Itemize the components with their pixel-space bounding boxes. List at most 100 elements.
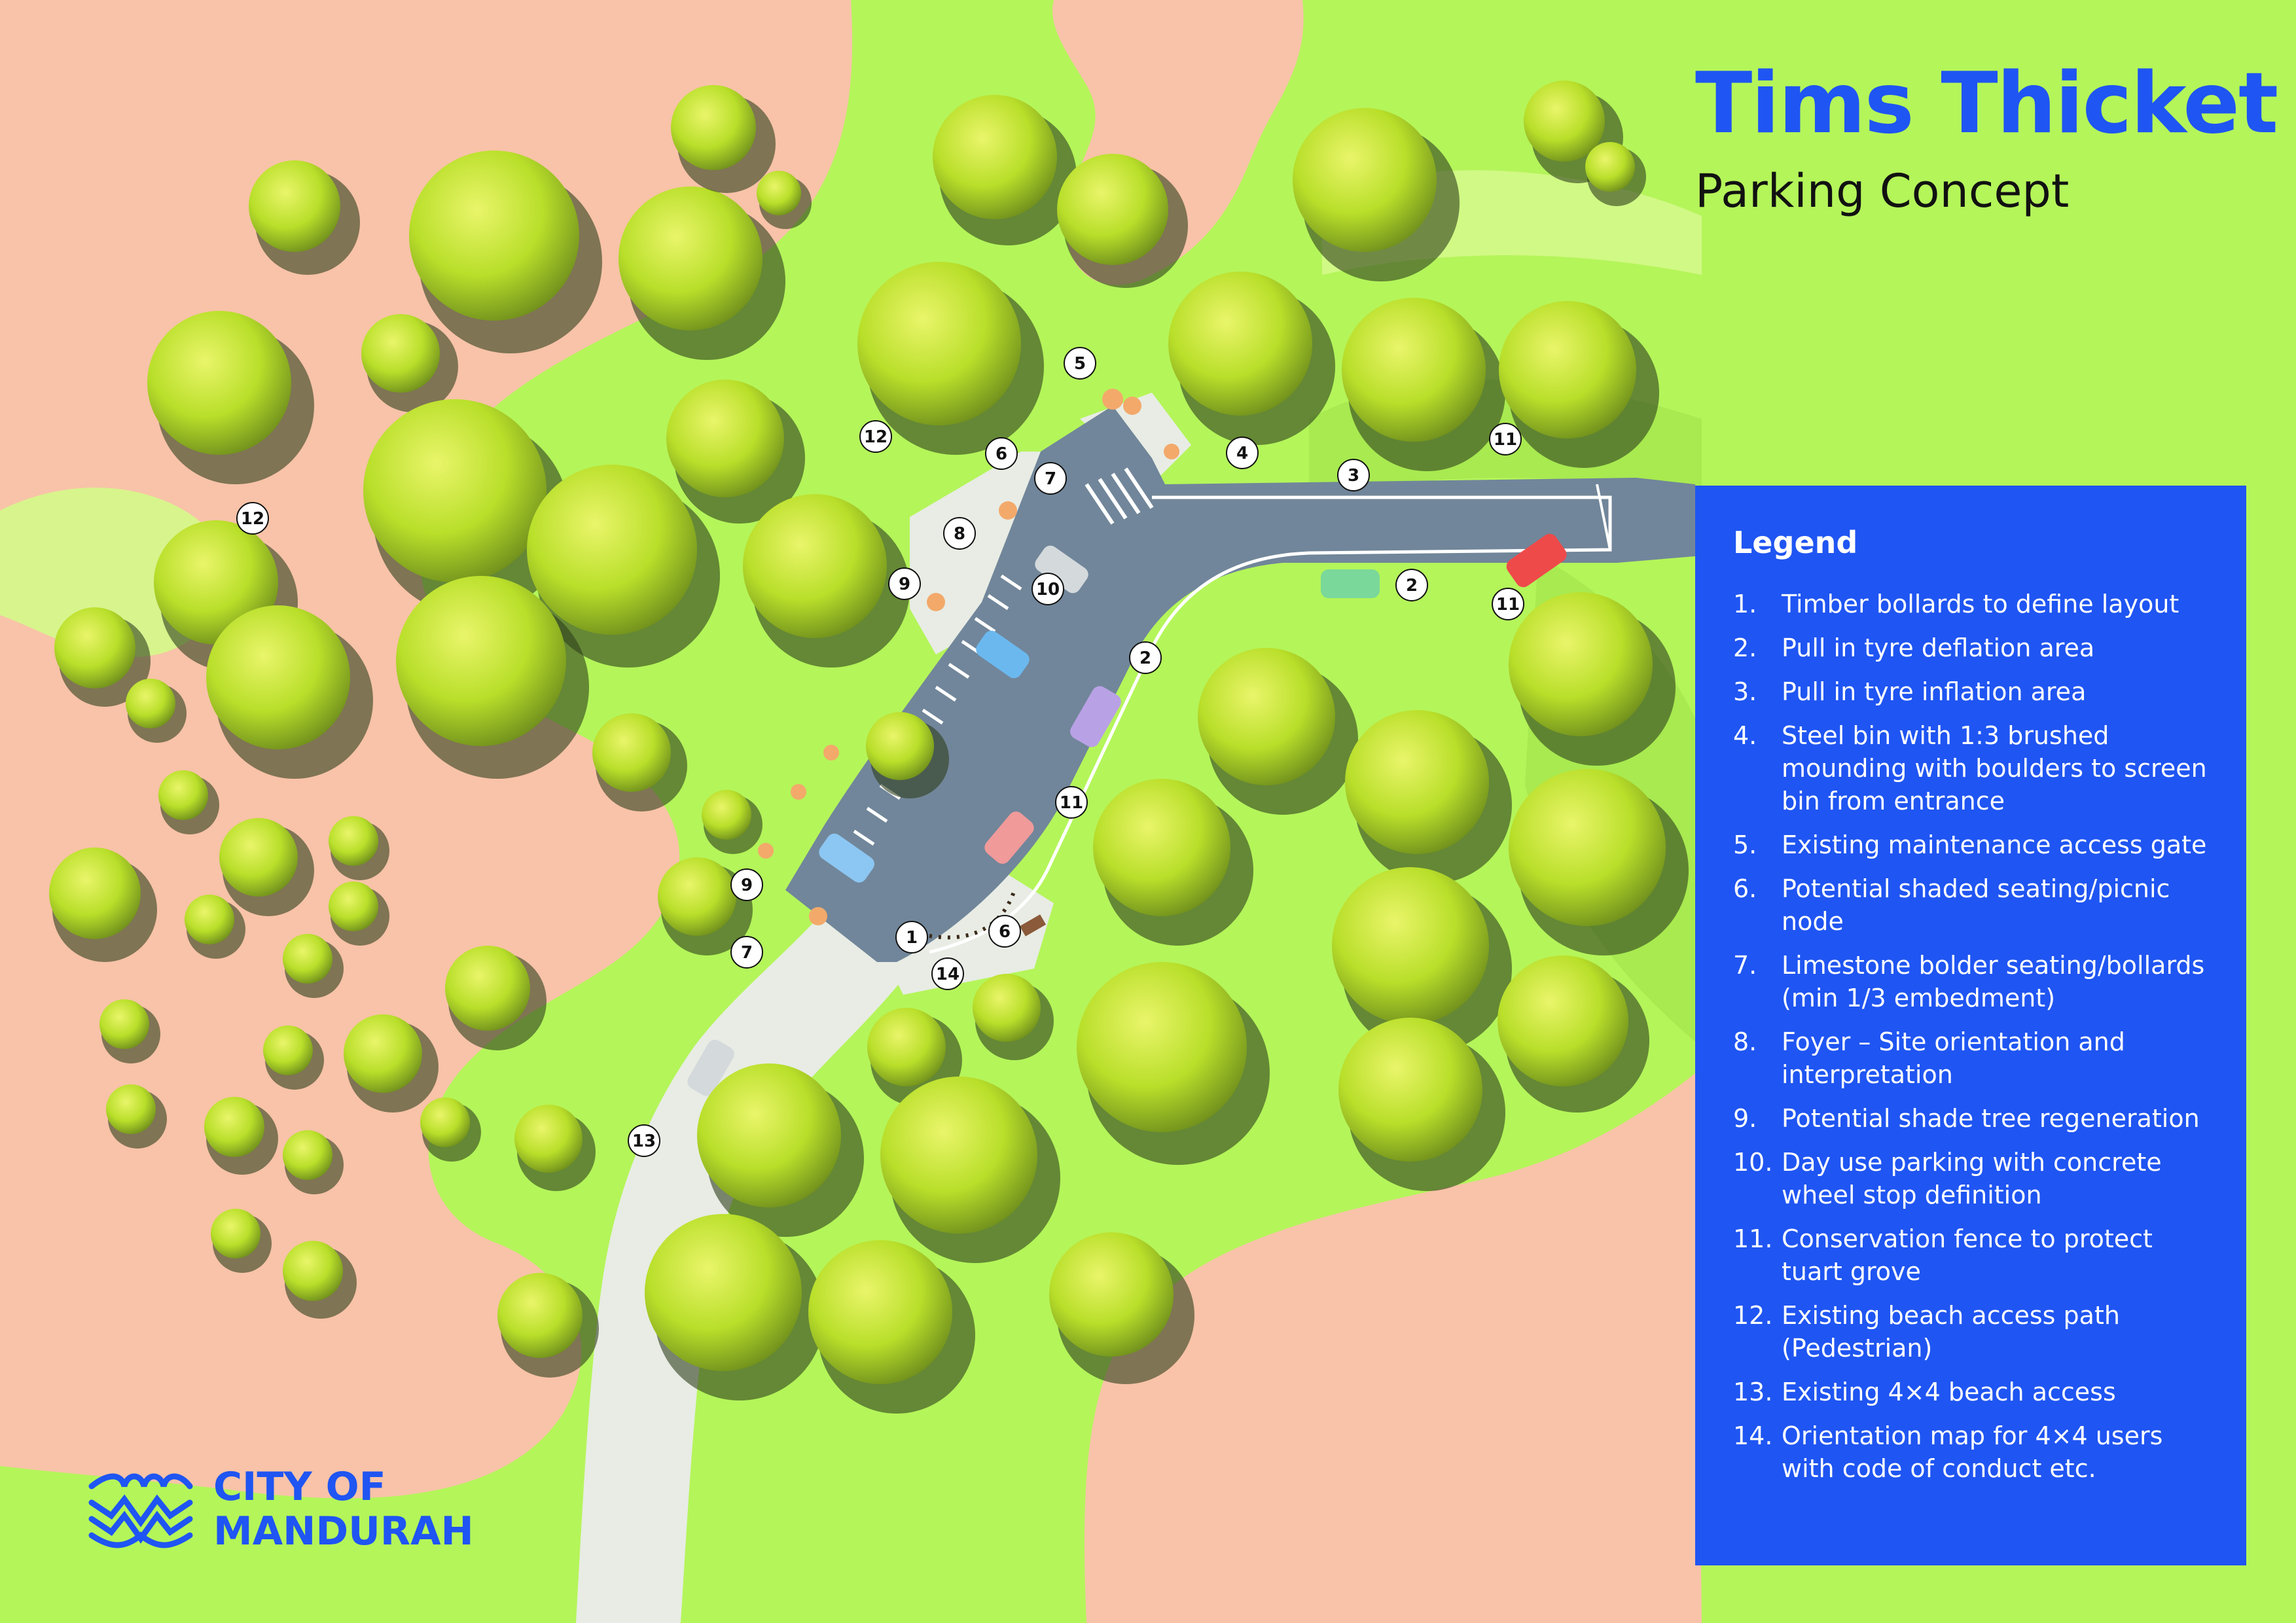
tree [329,816,389,880]
legend-item-number: 12. [1733,1301,1773,1330]
tree [1293,108,1460,281]
legend-panel: Legend 1.Timber bollards to define layou… [1695,486,2246,1565]
tree [973,974,1054,1060]
legend-item: 2. Pull in tyre deflation area [1733,632,2210,664]
bay-line-3 [974,616,996,633]
legend-item: 5. Existing maintenance access gate [1733,829,2210,861]
legend-item: 8.Foyer – Site orientation and interpret… [1733,1026,2210,1091]
bay-line-9 [866,806,888,823]
tree [363,399,569,615]
tree [1168,272,1335,445]
tree [420,1097,481,1162]
tree [158,770,219,834]
tree [204,1097,278,1175]
orientation-sign [1019,914,1047,936]
marker: 9 [730,868,763,901]
tree [497,1273,599,1378]
legend-item: 6. Potential shaded seating/picnic node [1733,872,2210,938]
legend-item: 10.Day use parking with concrete wheel s… [1733,1146,2210,1211]
legend-item-number: 13. [1733,1378,1773,1406]
marker: 7 [1034,462,1067,495]
legend-item-number: 5. [1733,830,1757,859]
legend-item-number: 4. [1733,721,1757,750]
trees [49,80,1689,1414]
svg-text:8: 8 [954,524,965,544]
svg-text:2: 2 [1406,576,1418,596]
tree [1077,962,1270,1165]
svg-text:7: 7 [1045,469,1056,489]
tree [866,712,949,798]
legend-item-number: 2. [1733,633,1757,662]
city-logo: CITY OF MANDURAH [85,1465,474,1554]
tree [1093,779,1253,946]
tree [1049,1232,1194,1384]
legend-item-text: Orientation map for 4×4 users with code … [1782,1421,2163,1483]
tree [658,857,753,955]
svg-text:11: 11 [1496,595,1520,615]
legend-item-text: Potential shaded seating/picnic node [1782,874,2170,936]
map-subtitle: Parking Concept [1695,164,2070,218]
tree [185,895,245,959]
marker: 1 [895,921,928,954]
pedestrian-crossing [1085,467,1154,525]
svg-text:12: 12 [864,427,888,447]
svg-text:3: 3 [1348,466,1359,486]
marker: 13 [628,1124,660,1157]
tree [757,171,812,229]
tree [54,607,151,707]
tree [147,311,314,484]
legend-item-text: Existing maintenance access gate [1782,830,2207,859]
legend-item-number: 9. [1733,1104,1757,1133]
svg-text:1: 1 [906,928,918,948]
tree [249,160,360,275]
car-white-track [687,1039,734,1096]
legend-item-text: Existing beach access path (Pedestrian) [1782,1301,2120,1363]
bay-line-1 [1000,574,1022,591]
svg-text:11: 11 [1060,793,1083,813]
tree [857,262,1044,455]
tree [1498,955,1649,1113]
svg-text:4: 4 [1236,444,1248,463]
vehicles [687,533,1567,1096]
legend-item-number: 6. [1733,874,1757,903]
marker: 5 [1064,347,1096,380]
marker: 7 [730,936,763,969]
tree [283,1130,344,1194]
svg-text:13: 13 [632,1132,656,1151]
car-purple [1070,686,1121,747]
car-silver [1035,545,1088,594]
tree [211,1209,272,1273]
marker: 11 [1489,423,1522,455]
legend-item-number: 1. [1733,590,1757,618]
bay-line-2 [987,594,1009,611]
tree [1345,710,1512,883]
marker: 4 [1226,437,1259,469]
legend-item-text: Pull in tyre deflation area [1782,633,2095,662]
road-edge-line [929,495,1612,954]
legend-item-text: Day use parking with concrete wheel stop… [1782,1148,2162,1209]
logo-line-1: CITY OF [213,1464,386,1510]
legend-item-text: Conservation fence to protect tuart grov… [1782,1224,2153,1286]
bay-line-5 [948,662,970,679]
svg-text:6: 6 [996,444,1007,464]
tree [1057,154,1188,288]
tree [514,1105,596,1191]
tree [1342,298,1505,471]
tree [283,1241,357,1319]
svg-text:9: 9 [741,876,753,895]
logo-line-2: MANDURAH [213,1508,474,1554]
legend-item-text: Steel bin with 1:3 brushed mounding with… [1782,721,2207,815]
sand-dune-southeast [1084,1073,1702,1623]
bay-line-6 [935,685,957,702]
car-green [1321,569,1380,598]
tree [671,85,776,193]
tree [1499,301,1659,468]
map-title: Tims Thicket [1695,55,2278,152]
legend-item: 3.Pull in tyre inflation area [1733,675,2210,708]
tree [283,934,344,998]
svg-text:10: 10 [1036,580,1060,599]
svg-text:11: 11 [1494,430,1517,450]
marker: 9 [888,567,921,600]
car-red [1506,533,1567,588]
